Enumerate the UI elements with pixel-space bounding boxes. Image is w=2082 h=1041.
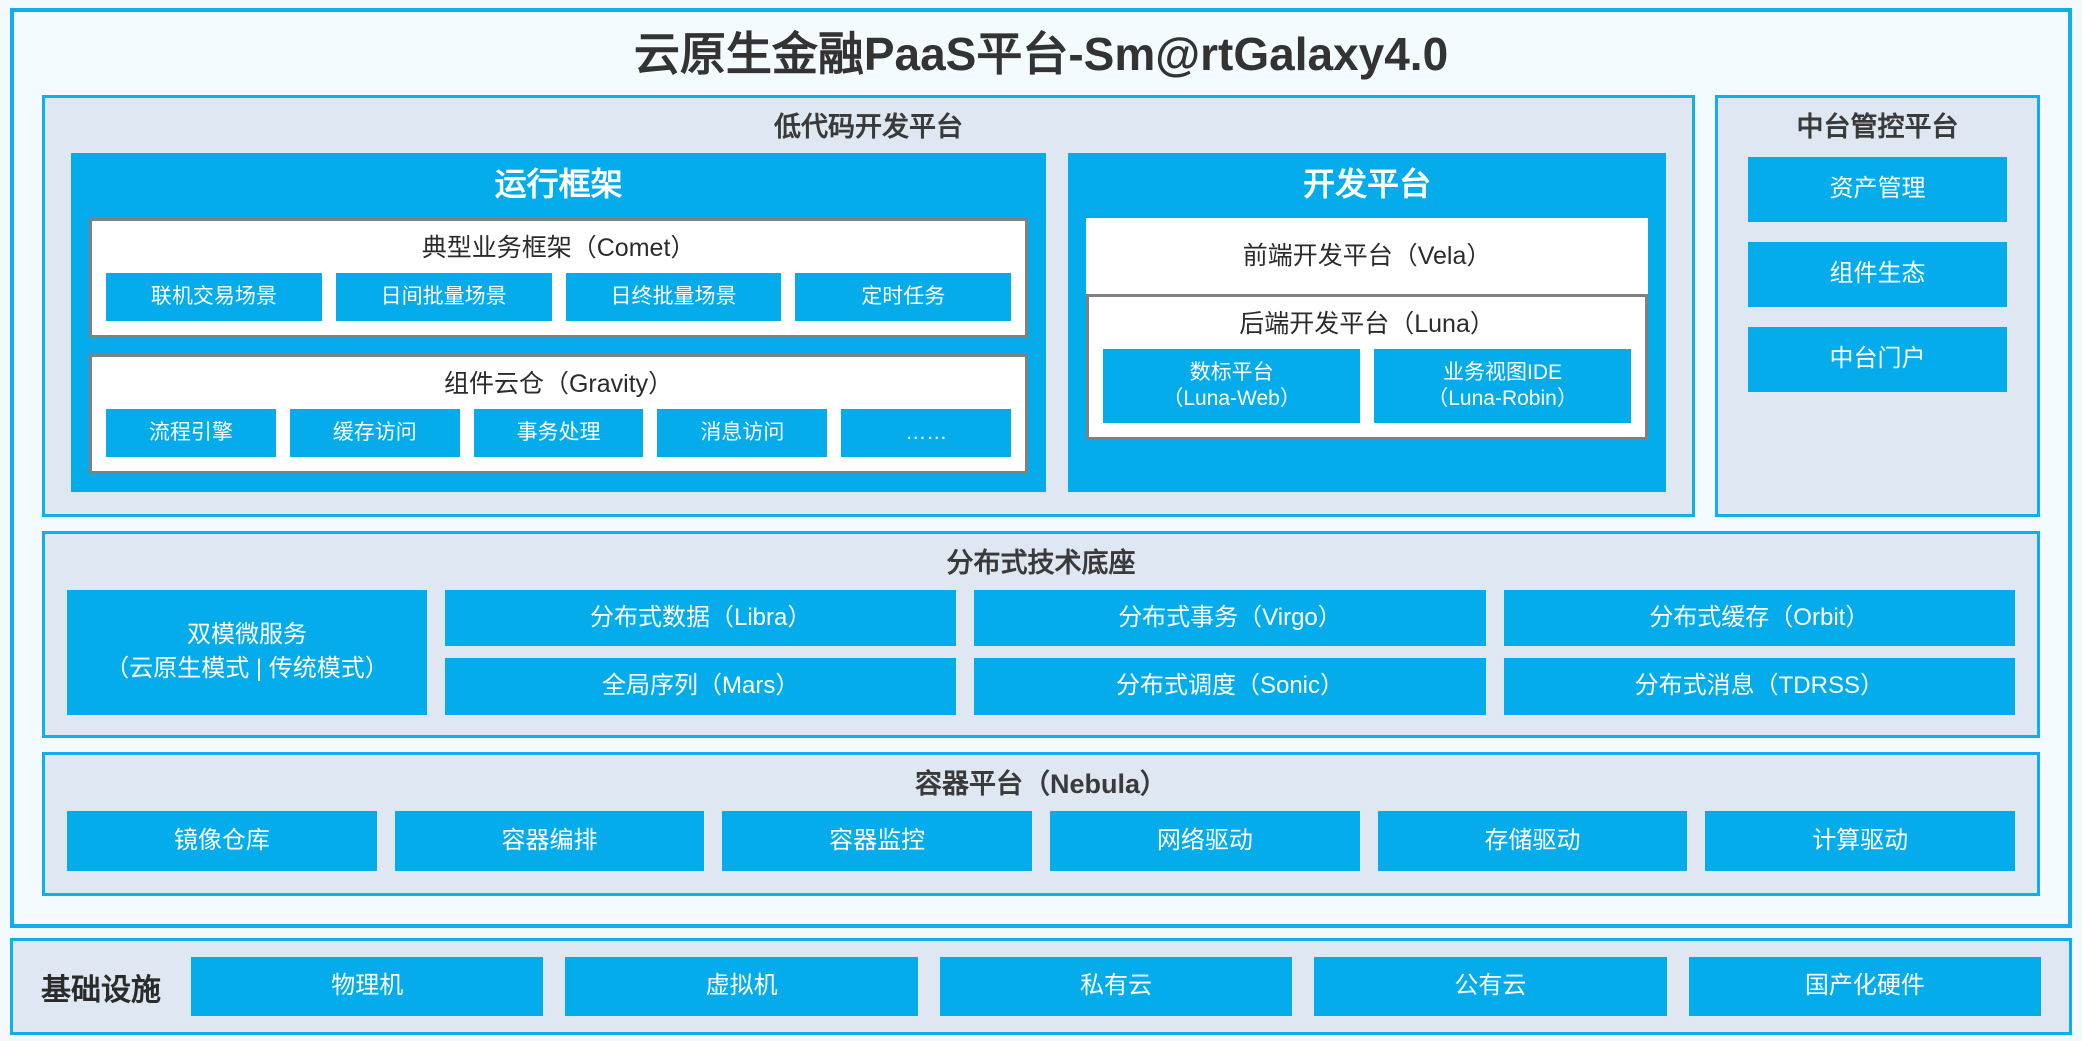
midplatform-button-component-ecosystem[interactable]: 组件生态 (1748, 242, 2007, 307)
backend-platform-luna-group: 后端开发平台（Luna） 数标平台 （Luna-Web） 业务视图IDE （Lu… (1086, 293, 1648, 441)
comet-chip-eod-batch[interactable]: 日终批量场景 (565, 272, 782, 321)
midplatform-control-title: 中台管控平台 (1796, 111, 1959, 142)
foundation-item-orbit[interactable]: 分布式缓存（Orbit） (1503, 589, 2015, 647)
page-title: 云原生金融PaaS平台-Sm@rtGalaxy4.0 (633, 28, 1449, 80)
comet-group-title: 典型业务框架（Comet） (421, 233, 696, 262)
luna-robin-label: 业务视图IDE (1443, 360, 1563, 384)
lowcode-platform-body: 运行框架 典型业务框架（Comet） 联机交易场景 日间批量场景 日终批量场景 … (45, 153, 1692, 514)
development-platform-title: 开发平台 (1303, 166, 1432, 203)
luna-robin-sublabel: （Luna-Robin） (1427, 386, 1578, 410)
frontend-platform-vela-bar[interactable]: 前端开发平台（Vela） (1086, 217, 1648, 294)
luna-web-sublabel: （Luna-Web） (1162, 386, 1301, 410)
luna-web-label: 数标平台 (1189, 360, 1274, 384)
foundation-column-2: 分布式事务（Virgo） 分布式调度（Sonic） (974, 589, 1486, 716)
foundation-item-libra[interactable]: 分布式数据（Libra） (445, 589, 957, 647)
distributed-foundation-title: 分布式技术底座 (946, 548, 1136, 579)
gravity-group: 组件云仓（Gravity） 流程引擎 缓存访问 事务处理 消息访问 …… (89, 353, 1029, 475)
microservice-line1: 双模微服务 (187, 620, 307, 648)
midplatform-button-list: 资产管理 组件生态 中台门户 (1718, 153, 2037, 514)
infrastructure-panel: 基础设施 物理机 虚拟机 私有云 公有云 国产化硬件 (10, 938, 2072, 1035)
microservice-line2: （云原生模式 | 传统模式） (105, 655, 389, 683)
gravity-chip-message-access[interactable]: 消息访问 (657, 408, 828, 458)
foundation-item-sonic[interactable]: 分布式调度（Sonic） (974, 658, 1486, 716)
container-platform-title: 容器平台（Nebula） (914, 769, 1168, 800)
container-platform-body: 镜像仓库 容器编排 容器监控 网络驱动 存储驱动 计算驱动 (45, 810, 2037, 894)
gravity-chip-process-engine[interactable]: 流程引擎 (106, 408, 276, 458)
foundation-column-3: 分布式缓存（Orbit） 分布式消息（TDRSS） (1503, 589, 2015, 716)
backend-platform-luna-title: 后端开发平台（Luna） (1239, 309, 1495, 338)
midplatform-button-asset-management[interactable]: 资产管理 (1748, 157, 2007, 223)
infrastructure-item-private-cloud[interactable]: 私有云 (939, 957, 1293, 1016)
container-item-image-registry[interactable]: 镜像仓库 (67, 810, 377, 872)
infrastructure-item-public-cloud[interactable]: 公有云 (1314, 957, 1667, 1016)
comet-chip-online-trade[interactable]: 联机交易场景 (106, 272, 322, 321)
container-item-orchestration[interactable]: 容器编排 (394, 810, 705, 872)
foundation-dual-mode-microservice[interactable]: 双模微服务 （云原生模式 | 传统模式） (67, 589, 427, 716)
gravity-chip-transaction[interactable]: 事务处理 (473, 408, 644, 458)
infrastructure-label: 基础设施 (41, 973, 161, 1007)
comet-group: 典型业务框架（Comet） 联机交易场景 日间批量场景 日终批量场景 定时任务 (89, 217, 1029, 338)
runtime-framework-title: 运行框架 (494, 166, 623, 203)
distributed-foundation-panel: 分布式技术底座 双模微服务 （云原生模式 | 传统模式） 分布式数据（Libra… (42, 531, 2040, 739)
container-item-compute-driver[interactable]: 计算驱动 (1705, 810, 2016, 872)
gravity-chip-more-ellipsis[interactable]: …… (841, 408, 1012, 458)
luna-chip-luna-robin[interactable]: 业务视图IDE （Luna-Robin） (1374, 348, 1632, 424)
container-item-storage-driver[interactable]: 存储驱动 (1377, 810, 1688, 872)
midplatform-control-panel: 中台管控平台 资产管理 组件生态 中台门户 (1715, 94, 2040, 518)
container-item-network-driver[interactable]: 网络驱动 (1050, 810, 1360, 872)
top-region: 低代码开发平台 运行框架 典型业务框架（Comet） 联机交易场景 日间批量场景… (42, 94, 2040, 518)
luna-chip-luna-web[interactable]: 数标平台 （Luna-Web） (1103, 348, 1361, 424)
development-platform-card: 开发平台 前端开发平台（Vela） 后端开发平台（Luna） 数标平台 （Lun… (1068, 153, 1666, 493)
foundation-item-virgo[interactable]: 分布式事务（Virgo） (974, 589, 1486, 647)
infrastructure-item-physical-machine[interactable]: 物理机 (191, 957, 544, 1016)
lowcode-platform-title: 低代码开发平台 (774, 111, 963, 142)
comet-chip-scheduled-task[interactable]: 定时任务 (795, 272, 1012, 321)
foundation-column-microservice: 双模微服务 （云原生模式 | 传统模式） (67, 589, 427, 716)
container-platform-panel: 容器平台（Nebula） 镜像仓库 容器编排 容器监控 网络驱动 存储驱动 计算… (42, 752, 2040, 897)
lowcode-platform-panel: 低代码开发平台 运行框架 典型业务框架（Comet） 联机交易场景 日间批量场景… (42, 94, 1695, 518)
container-item-monitoring[interactable]: 容器监控 (722, 810, 1033, 872)
gravity-chip-cache-access[interactable]: 缓存访问 (289, 408, 460, 458)
foundation-item-tdrss[interactable]: 分布式消息（TDRSS） (1503, 658, 2015, 716)
distributed-foundation-body: 双模微服务 （云原生模式 | 传统模式） 分布式数据（Libra） 全局序列（M… (45, 589, 2037, 736)
gravity-chip-row: 流程引擎 缓存访问 事务处理 消息访问 …… (106, 408, 1012, 458)
luna-chip-row: 数标平台 （Luna-Web） 业务视图IDE （Luna-Robin） (1103, 348, 1632, 424)
gravity-group-title: 组件云仓（Gravity） (443, 369, 674, 398)
runtime-framework-card: 运行框架 典型业务框架（Comet） 联机交易场景 日间批量场景 日终批量场景 … (71, 153, 1047, 493)
midplatform-button-portal[interactable]: 中台门户 (1748, 326, 2007, 392)
comet-chip-intraday-batch[interactable]: 日间批量场景 (335, 272, 552, 321)
infrastructure-item-domestic-hardware[interactable]: 国产化硬件 (1688, 957, 2042, 1016)
platform-main-card: 云原生金融PaaS平台-Sm@rtGalaxy4.0 低代码开发平台 运行框架 … (10, 8, 2072, 929)
foundation-column-1: 分布式数据（Libra） 全局序列（Mars） (445, 589, 957, 716)
foundation-item-mars[interactable]: 全局序列（Mars） (445, 658, 957, 716)
comet-chip-row: 联机交易场景 日间批量场景 日终批量场景 定时任务 (106, 272, 1012, 321)
infrastructure-item-virtual-machine[interactable]: 虚拟机 (565, 957, 918, 1016)
